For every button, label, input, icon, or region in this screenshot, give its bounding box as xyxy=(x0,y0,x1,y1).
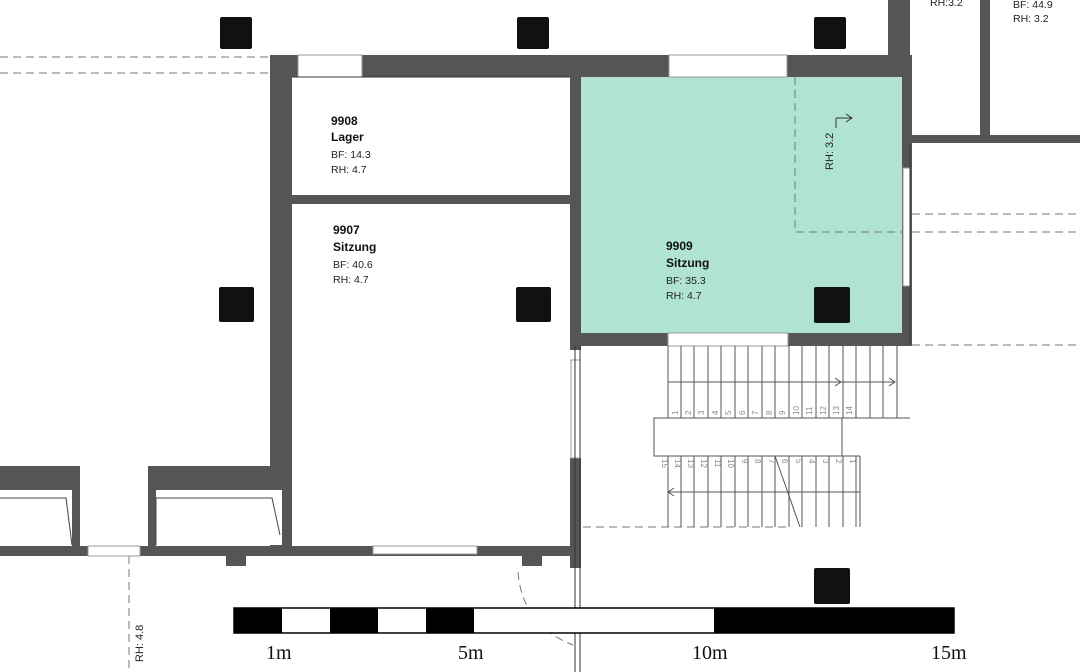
step-number: 15 xyxy=(660,459,669,468)
step-number: 6 xyxy=(780,459,789,464)
step-number: 13 xyxy=(686,459,695,468)
scale-label-1m: 1m xyxy=(266,642,292,664)
step-number: 9 xyxy=(740,459,749,464)
top-rh: RH: 3.2 xyxy=(1013,13,1049,25)
step-number: 5 xyxy=(724,410,733,415)
room-number: 9909 xyxy=(666,239,693,253)
dashed-lines xyxy=(0,56,1080,672)
step-number: 8 xyxy=(753,459,762,464)
step-number: 10 xyxy=(726,459,735,468)
step-number: 9 xyxy=(778,410,787,415)
room-rh: RH: 4.7 xyxy=(333,274,369,286)
scale-bar xyxy=(233,607,955,634)
rh-rotated-room: RH: 3.2 xyxy=(824,133,836,170)
room-name: Sitzung xyxy=(333,240,376,254)
columns xyxy=(219,17,850,604)
step-number: 6 xyxy=(738,410,747,415)
stair-steps-upper: 1 2 3 4 5 6 7 8 9 10 11 12 13 14 xyxy=(671,406,854,415)
step-number: 13 xyxy=(832,406,841,415)
step-number: 11 xyxy=(713,459,722,468)
step-number: 7 xyxy=(751,410,760,415)
room-9908-label[interactable]: 9908 Lager BF: 14.3 RH: 4.7 xyxy=(331,114,371,176)
step-number: 4 xyxy=(711,410,720,415)
step-number: 1 xyxy=(671,410,680,415)
step-number: 14 xyxy=(673,459,682,468)
step-number: 4 xyxy=(807,459,816,464)
step-number: 3 xyxy=(821,459,830,464)
step-number: 1 xyxy=(848,459,857,464)
scale-label-10m: 10m xyxy=(692,642,728,664)
stairs-lower xyxy=(654,455,861,528)
step-number: 12 xyxy=(699,459,708,468)
room-name: Lager xyxy=(331,130,364,144)
scale-label-5m: 5m xyxy=(458,642,484,664)
step-number: 11 xyxy=(805,406,814,415)
step-number: 2 xyxy=(834,459,843,464)
step-number: 8 xyxy=(765,410,774,415)
step-number: 3 xyxy=(697,410,706,415)
stairs-upper xyxy=(667,346,910,419)
top-rh-left: RH:3.2 xyxy=(930,0,963,9)
stair-steps-lower: 15 14 13 12 11 10 9 8 7 6 5 4 3 2 1 xyxy=(660,459,857,468)
room-bf: BF: 14.3 xyxy=(331,149,371,161)
room-bf: BF: 40.6 xyxy=(333,259,373,271)
step-number: 2 xyxy=(684,410,693,415)
step-number: 10 xyxy=(792,406,801,415)
step-number: 5 xyxy=(794,459,803,464)
room-9909-label[interactable]: 9909 Sitzung BF: 35.3 RH: 4.7 xyxy=(666,239,709,302)
room-number: 9908 xyxy=(331,114,358,128)
step-number: 14 xyxy=(845,406,854,415)
room-bf: BF: 35.3 xyxy=(666,275,706,287)
scale-label-15m: 15m xyxy=(931,642,967,664)
top-bf: BF: 44.9 xyxy=(1013,0,1053,11)
room-name: Sitzung xyxy=(666,256,709,270)
step-number: 7 xyxy=(767,459,776,464)
rh-rotated-bottom: RH: 4.8 xyxy=(134,625,146,662)
room-number: 9907 xyxy=(333,223,360,237)
room-rh: RH: 4.7 xyxy=(331,164,367,176)
arrow-icon xyxy=(835,113,853,128)
step-number: 12 xyxy=(819,406,828,415)
room-rh: RH: 4.7 xyxy=(666,290,702,302)
room-9907-label[interactable]: 9907 Sitzung BF: 40.6 RH: 4.7 xyxy=(333,223,376,286)
